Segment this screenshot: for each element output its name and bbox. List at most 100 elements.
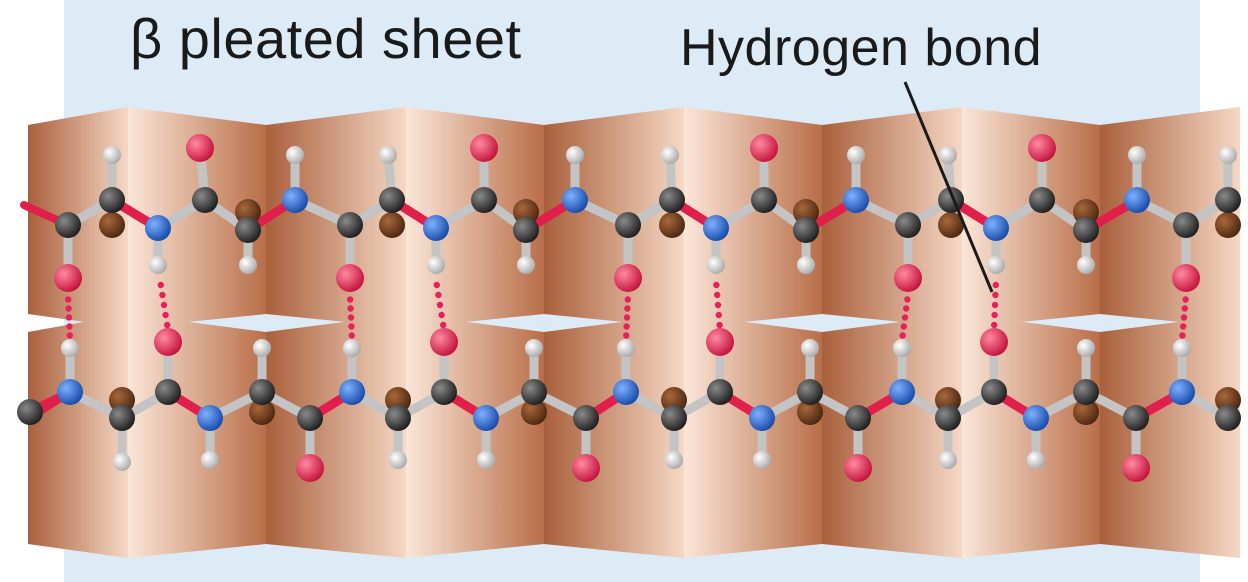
- hydrogen-atom: [939, 146, 957, 164]
- carbon-atom: [1073, 217, 1099, 243]
- hydrogen-bond-dot: [991, 301, 999, 309]
- carbon-atom: [379, 187, 405, 213]
- hydrogen-atom: [343, 339, 361, 357]
- nitrogen-atom: [703, 215, 729, 241]
- hydrogen-atom: [617, 339, 635, 357]
- nitrogen-atom: [473, 405, 499, 431]
- diagram-title: β pleated sheet: [130, 7, 522, 70]
- carbon-atom: [99, 187, 125, 213]
- carbon-atom: [297, 405, 323, 431]
- side-chain-atom: [1073, 399, 1099, 425]
- hydrogen-atom: [1173, 339, 1191, 357]
- hydrogen-atom: [525, 339, 543, 357]
- hydrogen-atom: [253, 339, 271, 357]
- carbon-atom: [17, 399, 43, 425]
- oxygen-atom: [614, 264, 642, 292]
- oxygen-atom: [572, 454, 600, 482]
- nitrogen-atom: [1124, 187, 1150, 213]
- hydrogen-bond-dot: [624, 296, 631, 303]
- carbon-atom: [1215, 187, 1241, 213]
- side-chain-atom: [1073, 199, 1099, 225]
- nitrogen-atom: [1169, 379, 1195, 405]
- side-chain-atom: [659, 212, 685, 238]
- hydrogen-bond-label: Hydrogen bond: [680, 19, 1043, 77]
- hydrogen-bond-dot: [164, 321, 171, 329]
- hydrogen-atom: [707, 256, 725, 274]
- carbon-atom: [615, 212, 641, 238]
- carbon-atom: [895, 212, 921, 238]
- hydrogen-atom: [753, 451, 771, 469]
- sheet-fold-panel: [1100, 314, 1240, 558]
- hydrogen-bond-dot: [714, 301, 722, 309]
- hydrogen-bond-pointer-line: [903, 81, 994, 293]
- carbon-atom: [793, 217, 819, 243]
- hydrogen-bond-dot: [991, 311, 998, 319]
- hydrogen-bond-dots: [65, 281, 1189, 339]
- side-chain-atom: [793, 199, 819, 225]
- nitrogen-atom: [57, 379, 83, 405]
- carbon-atom: [661, 405, 687, 431]
- carbon-atom: [797, 379, 823, 405]
- nitrogen-atom: [749, 405, 775, 431]
- hydrogen-bond-dot: [436, 301, 444, 309]
- sheet-fold-panel: [28, 314, 128, 558]
- hydrogen-bond-dot: [992, 291, 999, 299]
- hydrogen-atom: [389, 451, 407, 469]
- nitrogen-atom: [282, 187, 308, 213]
- side-chain-atom: [513, 199, 539, 225]
- hydrogen-bond-dot: [623, 323, 630, 330]
- carbon-atom: [192, 187, 218, 213]
- hydrogen-bond-dot: [65, 296, 72, 303]
- hydrogen-atom: [801, 339, 819, 357]
- carbon-atom: [337, 212, 363, 238]
- hydrogen-atom: [113, 453, 131, 471]
- sheet-fold-panel: [544, 314, 684, 558]
- carbon-atom: [513, 217, 539, 243]
- carbon-atom: [1215, 405, 1241, 431]
- carbon-atom: [707, 379, 733, 405]
- hydrogen-bond-dot: [713, 281, 720, 289]
- side-chain-atom: [1215, 212, 1241, 238]
- hydrogen-atom: [1219, 146, 1237, 164]
- side-chain-atom: [249, 399, 275, 425]
- hydrogen-atom: [661, 146, 679, 164]
- hydrogen-bond-dot: [992, 281, 999, 289]
- hydrogen-bond-dot: [900, 323, 907, 330]
- hydrogen-atom: [797, 256, 815, 274]
- hydrogen-atom: [477, 451, 495, 469]
- hydrogen-bond-dot: [1180, 314, 1188, 321]
- carbon-atom: [751, 187, 777, 213]
- hydrogen-atom: [566, 146, 584, 164]
- hydrogen-atom: [893, 339, 911, 357]
- carbon-atom: [385, 405, 411, 431]
- hydrogen-atom: [939, 451, 957, 469]
- sheet-fold-panel: [266, 314, 406, 558]
- side-chain-atom: [797, 399, 823, 425]
- carbon-atom: [109, 405, 135, 431]
- oxygen-atom: [336, 264, 364, 292]
- oxygen-atom: [296, 454, 324, 482]
- hydrogen-atom: [1027, 451, 1045, 469]
- hydrogen-bond-dot: [162, 311, 169, 319]
- hydrogen-bond-dot: [433, 281, 440, 289]
- sheet-fold-panel: [128, 314, 266, 558]
- hydrogen-bond-dot: [435, 291, 442, 299]
- nitrogen-atom: [983, 215, 1009, 241]
- carbon-atom: [573, 405, 599, 431]
- carbon-atom: [935, 405, 961, 431]
- hydrogen-bond-dot: [714, 291, 721, 299]
- hydrogen-bond-dot: [66, 323, 73, 330]
- hydrogen-bond-dot: [623, 314, 631, 321]
- nitrogen-atom: [613, 379, 639, 405]
- sheet-fold-panel: [406, 314, 544, 558]
- carbon-atom: [659, 187, 685, 213]
- hydrogen-atom: [103, 146, 121, 164]
- hydrogen-atom: [286, 146, 304, 164]
- oxygen-atom: [1028, 134, 1056, 162]
- hydrogen-atom: [1077, 256, 1095, 274]
- hydrogen-bond-dot: [903, 305, 910, 312]
- oxygen-atom: [186, 134, 214, 162]
- nitrogen-atom: [423, 215, 449, 241]
- side-chain-atom: [99, 212, 125, 238]
- hydrogen-bond-dot: [623, 332, 630, 339]
